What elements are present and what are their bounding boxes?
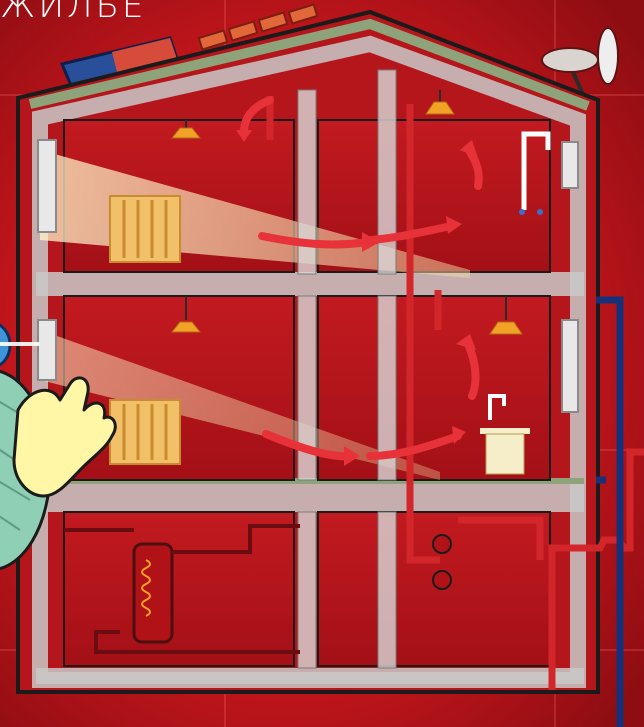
- poster-title-fragment: ЖИЛЬЕ: [0, 0, 146, 26]
- boiler-tank-icon: [134, 544, 172, 642]
